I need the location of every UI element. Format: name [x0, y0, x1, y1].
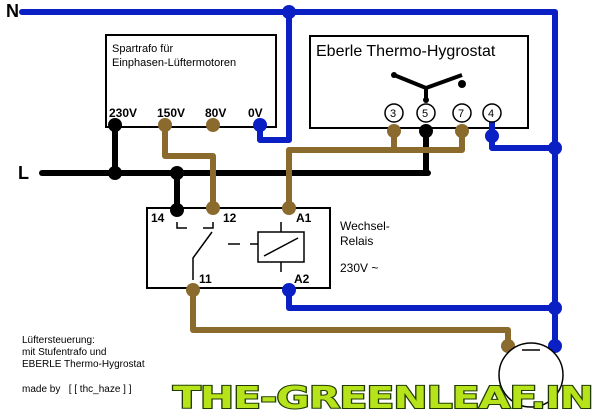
tap-label-80v: 80V: [205, 106, 226, 120]
relay-pin-a2: A2: [294, 272, 310, 286]
relay-title-line1: Wechsel-: [340, 219, 390, 233]
thermostat-switch-symbol: [391, 72, 466, 103]
switched-wire-150v: [162, 122, 216, 211]
relay-pin-14: 14: [151, 211, 165, 225]
neutral-label: N: [6, 1, 19, 21]
junction-dot: [548, 141, 562, 155]
terminal-dot-a2: [282, 283, 296, 297]
relay-title-line2: Relais: [340, 234, 373, 248]
terminal-dot-12: [206, 201, 220, 215]
site-logo: THE-GREENLEAF.IN: [173, 381, 593, 416]
relay-pin-12: 12: [223, 211, 237, 225]
thermostat-terminal-7: 7: [458, 108, 464, 120]
relay-coil-symbol: [257, 222, 305, 272]
relay-pin-11: 11: [199, 272, 212, 286]
junction-dot: [170, 166, 184, 180]
thermostat-terminal-5: 5: [422, 108, 428, 120]
thermostat-terminal-3: 3: [390, 108, 396, 120]
thermostat-terminal-circles: [384, 103, 502, 123]
live-label: L: [18, 163, 29, 183]
note-line3: EBERLE Thermo-Hygrostat: [22, 359, 145, 370]
relay-pin-a1: A1: [296, 211, 312, 225]
terminal-dot-4: [485, 129, 499, 143]
junction-dot: [282, 5, 296, 19]
transformer-title-line2: Einphasen-Lüftermotoren: [112, 57, 236, 69]
relay-voltage: 230V ~: [340, 261, 378, 275]
note-line1: Lüftersteuerung:: [22, 335, 95, 346]
neutral-wire-to-relay: [286, 287, 558, 311]
neutral-wire-to-transformer: [257, 9, 292, 143]
terminal-dot-14: [170, 203, 184, 217]
switched-wire-11-to-motor: [190, 287, 511, 348]
fan-motor-icon: [498, 342, 564, 408]
terminal-dot-5: [419, 124, 433, 138]
tap-label-150v: 150V: [157, 106, 185, 120]
note-line2: mit Stufentrafo und: [22, 347, 107, 358]
terminal-dot-80v: [206, 118, 220, 132]
tap-label-0v: 0V: [248, 106, 263, 120]
switched-wire-a1: [286, 125, 465, 211]
terminal-dot-a1: [282, 201, 296, 215]
terminal-dot-3: [387, 124, 401, 138]
transformer-title-line1: Spartrafo für: [112, 43, 173, 55]
transformer-box: [105, 34, 277, 128]
thermostat-title: Eberle Thermo-Hygrostat: [316, 43, 496, 60]
terminal-dot-230v: [108, 118, 122, 132]
thermostat-terminal-4: 4: [488, 108, 494, 120]
tap-label-230v: 230V: [109, 106, 137, 120]
terminal-dot-7: [455, 124, 469, 138]
terminal-dot-0v: [253, 118, 267, 132]
junction-dot: [548, 301, 562, 315]
terminal-dot-11: [186, 283, 200, 297]
neutral-wire-main: [19, 9, 558, 348]
credit-line: made by [ [ thc_haze ] ]: [22, 384, 132, 395]
junction-dot: [108, 166, 122, 180]
relay-contact-symbol: [176, 222, 258, 280]
terminal-dot-150v: [158, 118, 172, 132]
neutral-wire-to-thermostat: [489, 114, 558, 151]
